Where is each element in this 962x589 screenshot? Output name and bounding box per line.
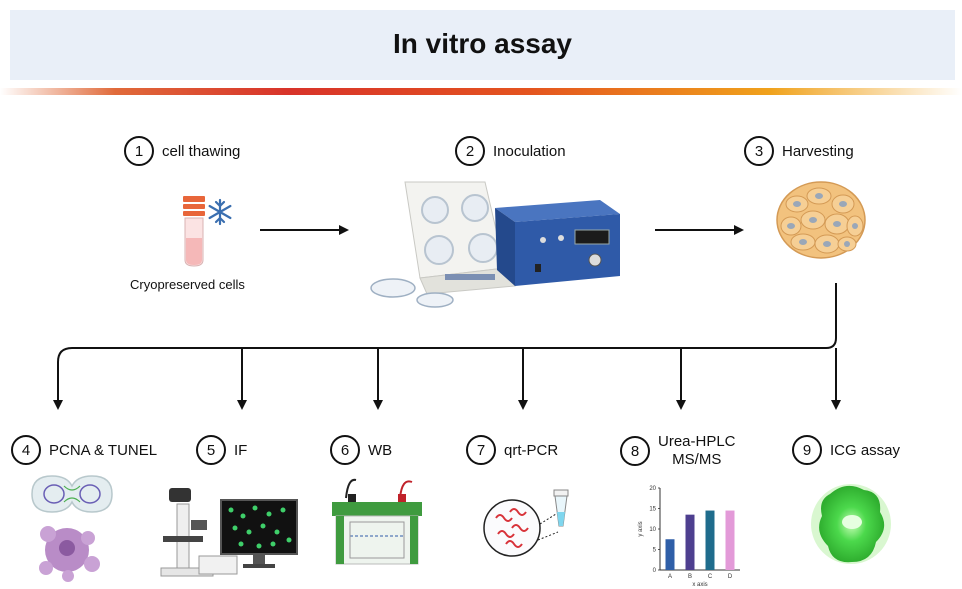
- pcr-well-icon: [483, 499, 559, 557]
- cryo-caption: Cryopreserved cells: [130, 277, 245, 292]
- bar-B: [685, 514, 695, 570]
- step-number: 2: [455, 136, 485, 166]
- step-1: 1 cell thawing: [124, 136, 240, 166]
- y-axis-label: y axis: [638, 521, 644, 536]
- step-label-line2: MS/MS: [672, 451, 722, 468]
- cryovial-icon: [183, 196, 205, 267]
- urea-bar-chart: 0 5 10 15 20A B C Dx axis y axis: [638, 486, 740, 588]
- bar-C: [705, 510, 715, 570]
- y-tick-label: 5: [653, 548, 657, 554]
- x-axis-label: x axis: [692, 582, 707, 588]
- bar-D: [725, 510, 735, 570]
- monitor-icon: [220, 499, 298, 568]
- gradient-divider: [0, 88, 962, 95]
- x-tick-label: C: [708, 574, 713, 580]
- dividing-cell-icon: [31, 475, 113, 513]
- wb-tank-icon: [332, 478, 422, 565]
- y-tick-label: 20: [649, 486, 656, 492]
- step-label: WB: [368, 441, 393, 459]
- pcna-tunel-illustration: [31, 475, 113, 582]
- icg-cell-cluster-icon: [811, 484, 891, 564]
- step-number: 4: [11, 435, 41, 465]
- inoculation-device-illustration: [370, 181, 620, 308]
- control-box-icon: [495, 200, 620, 286]
- step-label: PCNA & TUNEL: [49, 441, 158, 459]
- step-2: 2 Inoculation: [455, 136, 566, 166]
- y-tick-label: 0: [653, 568, 657, 574]
- step-label: cell thawing: [162, 142, 241, 160]
- cryovial-illustration: [183, 196, 232, 267]
- if-microscope-illustration: [160, 488, 298, 577]
- arrow-3-trunk: [53, 283, 837, 410]
- step-number: 7: [466, 435, 496, 465]
- step-number: 5: [196, 435, 226, 465]
- step-label: Inoculation: [493, 142, 566, 160]
- page-title: In vitro assay: [393, 28, 572, 59]
- icg-illustration: [811, 484, 891, 564]
- step-number: 8: [620, 436, 650, 466]
- step-number: 1: [124, 136, 154, 166]
- cell-cluster-illustration: [776, 181, 866, 259]
- step-number: 9: [792, 435, 822, 465]
- step-label: IF: [234, 441, 248, 459]
- y-tick-label: 10: [649, 527, 656, 533]
- step-label: Harvesting: [782, 142, 854, 160]
- header-banner: In vitro assay: [10, 10, 955, 80]
- y-tick-label: 15: [649, 507, 656, 513]
- step-3: 3 Harvesting: [744, 136, 854, 166]
- step-label: Urea-HPLC MS/MS: [658, 433, 736, 469]
- x-tick-label: B: [688, 574, 692, 580]
- step-label: ICG assay: [830, 441, 901, 459]
- culture-plate-icon: [370, 181, 516, 308]
- step-label-line1: Urea-HPLC: [658, 433, 736, 450]
- step-8: 8 Urea-HPLC MS/MS: [620, 433, 736, 469]
- x-tick-label: D: [728, 574, 733, 580]
- pcr-tube-icon: [553, 489, 569, 527]
- bar-A: [665, 539, 675, 570]
- step-6: 6 WB: [330, 435, 392, 465]
- apoptotic-cell-icon: [39, 526, 100, 582]
- qrtpcr-illustration: [483, 489, 569, 557]
- snowflake-icon: [208, 198, 232, 226]
- x-tick-label: A: [668, 574, 672, 580]
- step-4: 4 PCNA & TUNEL: [11, 435, 157, 465]
- step-9: 9 ICG assay: [792, 435, 900, 465]
- step-5: 5 IF: [196, 435, 247, 465]
- step-number: 6: [330, 435, 360, 465]
- step-7: 7 qrt-PCR: [466, 435, 558, 465]
- microscope-icon: [160, 488, 238, 577]
- step-label: qrt-PCR: [504, 441, 559, 459]
- cell-cluster-icon: [776, 181, 866, 259]
- step-number: 3: [744, 136, 774, 166]
- wb-tank-illustration: [332, 478, 422, 565]
